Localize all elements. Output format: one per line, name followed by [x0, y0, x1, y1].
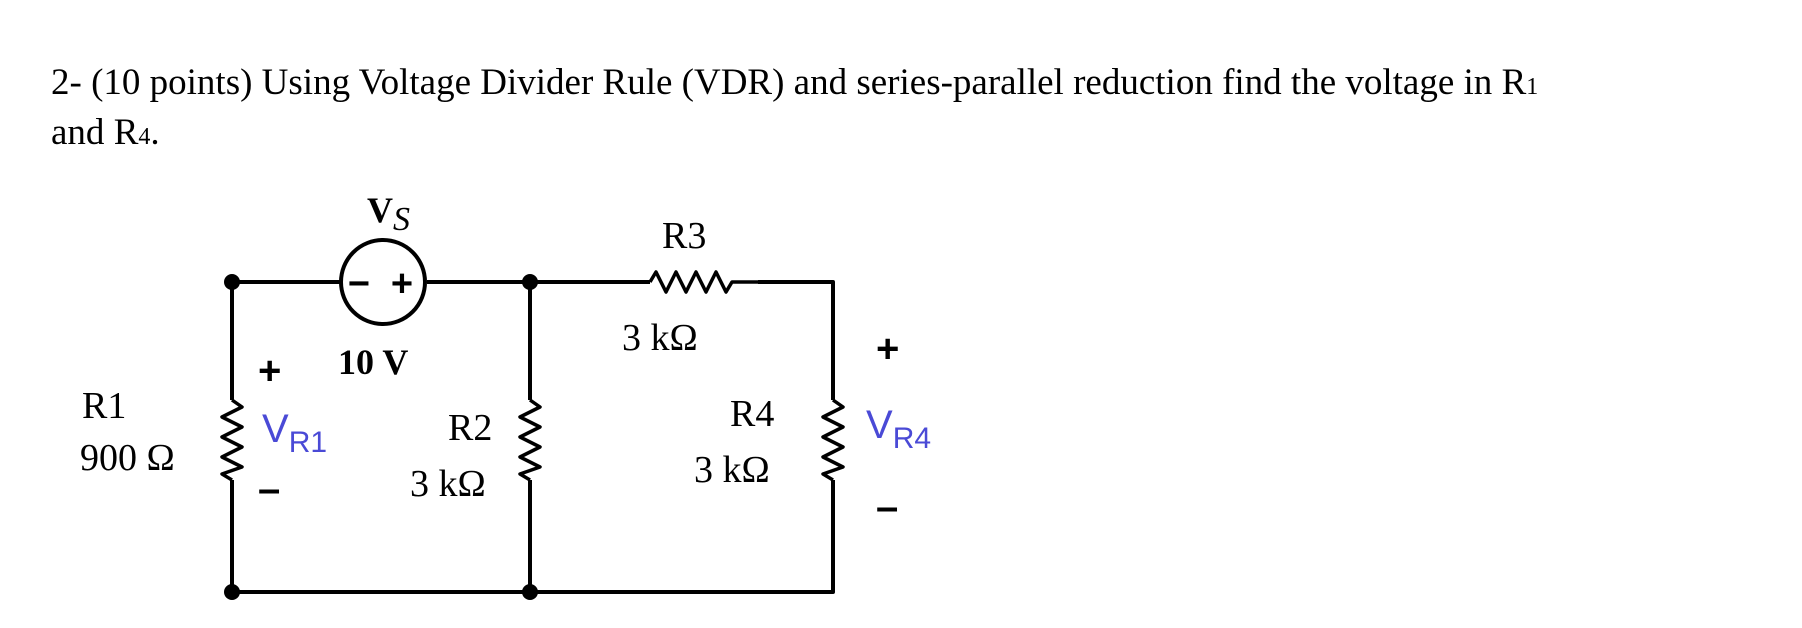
- source-minus-sign: −: [348, 263, 370, 305]
- node-bottom-middle: [522, 584, 538, 600]
- resistor-r1: R1 900 Ω + – VR1: [80, 349, 327, 511]
- source-value: 10 V: [338, 342, 408, 382]
- wire-bottom: [232, 480, 835, 594]
- source-name: VS: [367, 190, 410, 238]
- r4-minus-sign: –: [876, 485, 898, 529]
- r1-symbol: [220, 398, 244, 482]
- node-top-middle: [522, 274, 538, 290]
- r1-name: R1: [82, 385, 126, 427]
- r3-value: 3 kΩ: [622, 317, 698, 359]
- r2-value: 3 kΩ: [410, 463, 486, 505]
- r3-symbol: [648, 270, 758, 294]
- question-line2-prefix: and: [51, 112, 114, 153]
- voltage-source-symbol: [339, 238, 427, 326]
- resistor-r2: R2 3 kΩ: [410, 398, 542, 505]
- r4-plus-sign: +: [876, 327, 899, 371]
- resistor-r3: R3 3 kΩ: [622, 215, 758, 359]
- r1-plus-sign: +: [258, 349, 281, 393]
- r4-value: 3 kΩ: [694, 449, 770, 491]
- r3-name: R3: [662, 215, 706, 257]
- question-text: 2- (10 points) Using Voltage Divider Rul…: [51, 62, 1539, 153]
- resistor-r4: R4 3 kΩ + – VR4: [694, 327, 931, 529]
- question-line1-prefix: 2- (10 points) Using Voltage Divider Rul…: [51, 62, 1502, 103]
- r4-name: R4: [730, 393, 774, 435]
- r1-value: 900 Ω: [80, 437, 175, 479]
- r2-symbol: [518, 398, 542, 482]
- node-bottom-left: [224, 584, 240, 600]
- node-top-left: [224, 274, 240, 290]
- r2-name: R2: [448, 407, 492, 449]
- source-plus-sign: +: [391, 263, 413, 305]
- r1-minus-sign: –: [258, 467, 280, 511]
- r4-symbol: [821, 398, 845, 482]
- circuit-wires: [230, 280, 835, 594]
- r4-ref: R4: [113, 112, 151, 153]
- voltage-source: − + VS 10 V: [338, 190, 427, 382]
- vr1-label: VR1: [262, 407, 327, 459]
- wire-top-right: [758, 280, 835, 400]
- vr4-label: VR4: [866, 403, 931, 455]
- r1-ref: R1: [1501, 62, 1539, 103]
